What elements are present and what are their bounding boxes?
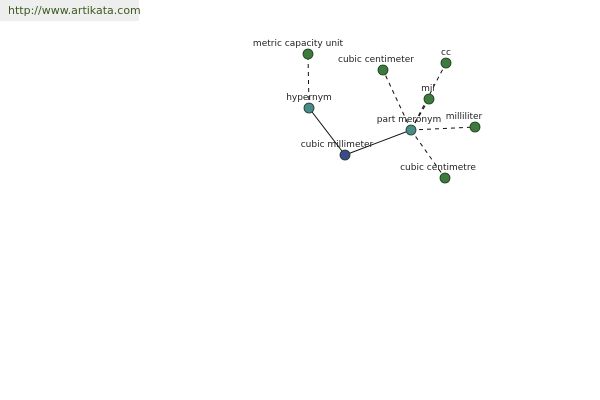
node-label-hypernym: hypernym — [286, 93, 332, 103]
edge-hypernym-metric — [307, 53, 310, 109]
node-cc[interactable] — [440, 57, 452, 69]
edge-center-partmero — [344, 129, 412, 156]
node-metric[interactable] — [302, 48, 314, 60]
node-label-cubiccm1: cubic centimeter — [338, 55, 414, 65]
node-partmero[interactable] — [405, 124, 417, 136]
labels-layer: cubic millimeter hypernym metric capacity … — [253, 39, 483, 173]
site-url-link[interactable]: http://www.artikata.com — [8, 4, 141, 17]
node-center[interactable] — [339, 149, 351, 161]
nodes-layer — [302, 48, 481, 184]
node-cubiccm1[interactable] — [377, 64, 389, 76]
node-milliliter[interactable] — [469, 121, 481, 133]
node-label-cc: cc — [441, 48, 451, 58]
node-label-partmero: part meronym — [377, 115, 441, 125]
node-label-mil: mil — [421, 84, 435, 94]
edge-partmero-cubiccm2 — [410, 129, 446, 179]
edge-center-hypernym — [308, 107, 346, 156]
edges-layer — [307, 53, 476, 179]
node-label-milliliter: milliliter — [446, 112, 483, 122]
edge-partmero-mil — [410, 98, 430, 131]
node-label-cubiccm2: cubic centimetre — [400, 163, 476, 173]
url-banner: http://www.artikata.com — [0, 0, 141, 21]
edge-partmero-cubiccm1 — [382, 69, 412, 131]
node-cubiccm2[interactable] — [439, 172, 451, 184]
edge-partmero-milliliter — [410, 126, 476, 131]
node-label-metric: metric capacity unit — [253, 39, 344, 49]
node-mil[interactable] — [423, 93, 435, 105]
node-label-center: cubic millimeter — [301, 140, 374, 150]
node-hypernym[interactable] — [303, 102, 315, 114]
